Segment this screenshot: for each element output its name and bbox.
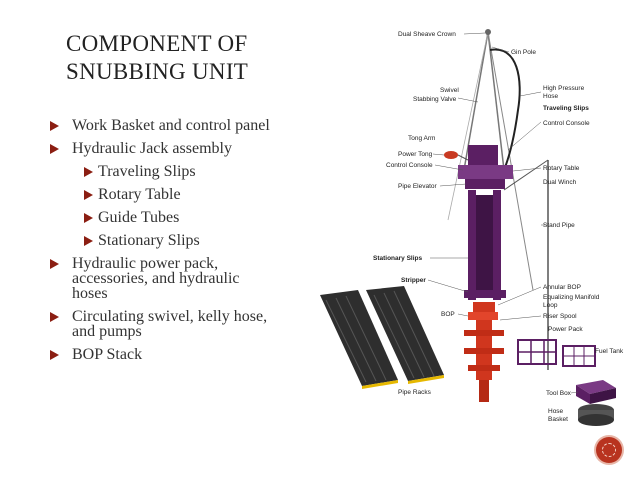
label-pipe-elevator: Pipe Elevator — [398, 183, 437, 190]
bullet-item: Traveling Slips — [50, 163, 325, 180]
hose-basket — [578, 404, 614, 426]
label-control-console-left: Control Console — [386, 162, 433, 169]
label-stationary-slips: Stationary Slips — [373, 255, 423, 262]
label-high-pressure-hose-1: High Pressure — [543, 85, 585, 92]
bullet-item: Work Basket and control panel — [50, 117, 325, 134]
label-dual-sheave-crown: Dual Sheave Crown — [398, 31, 456, 38]
label-high-pressure-hose-2: Hose — [543, 93, 559, 100]
label-rotary-table: Rotary Table — [543, 165, 580, 172]
bullet-text: hoses — [72, 285, 108, 302]
bullet-text: accessories, and hydraulic — [72, 270, 240, 287]
label-power-tong: Power Tong — [398, 151, 433, 158]
bullet-item: Hydraulic Jack assembly — [50, 140, 325, 157]
label-equalizing-manifold-1: Equalizing Manifold — [543, 294, 600, 301]
bullet-item: Circulating swivel, kelly hose, and pump… — [50, 308, 325, 340]
label-annular-bop: Annular BOP — [543, 284, 581, 291]
label-stabbing-valve: Stabbing Valve — [413, 96, 457, 103]
label-stand-pipe: Stand Pipe — [543, 222, 575, 229]
bullet-list: Work Basket and control panel Hydraulic … — [50, 117, 325, 363]
label-tong-arm: Tong Arm — [408, 135, 435, 142]
snubbing-unit-diagram: Dual Sheave Crown Gin Pole Swivel Stabbi… — [320, 29, 624, 426]
bullet-text: Hydraulic Jack assembly — [72, 140, 232, 157]
label-riser-spool: Riser Spool — [543, 313, 577, 320]
slide-nav-button[interactable] — [596, 437, 622, 463]
label-hose-basket-1: Hose — [548, 408, 564, 415]
slide-title: COMPONENT OF SNUBBING UNIT — [66, 30, 346, 86]
tool-box — [576, 380, 616, 404]
bullet-text: Guide Tubes — [98, 209, 180, 226]
bullet-arrow-icon — [50, 312, 59, 322]
bullet-arrow-icon — [50, 144, 59, 154]
title-line-2: SNUBBING UNIT — [66, 59, 249, 84]
fuel-tank — [562, 345, 596, 367]
title-line-1: COMPONENT OF — [66, 31, 248, 56]
label-stripper: Stripper — [401, 277, 426, 284]
pipe-rack-left — [320, 290, 398, 389]
label-bop: BOP — [441, 311, 455, 318]
gin-pole — [447, 29, 534, 291]
bullet-text: Rotary Table — [98, 186, 181, 203]
bullet-text: Hydraulic power pack, — [72, 255, 219, 272]
label-traveling-slips: Traveling Slips — [543, 105, 589, 112]
bullet-text: BOP Stack — [72, 346, 143, 363]
bullet-item: Rotary Table — [50, 186, 325, 203]
pipe-rack-right — [366, 286, 444, 384]
label-power-pack: Power Pack — [548, 326, 583, 333]
bullet-text: Circulating swivel, kelly hose, — [72, 308, 268, 325]
bullet-arrow-icon — [50, 121, 59, 131]
label-swivel: Swivel — [440, 87, 459, 94]
label-fuel-tank: Fuel Tank — [595, 348, 624, 355]
power-pack — [517, 339, 557, 365]
bullet-item: BOP Stack — [50, 346, 325, 363]
bullet-arrow-icon — [84, 190, 93, 200]
bullet-text: Stationary Slips — [98, 232, 200, 249]
power-tong — [444, 151, 469, 161]
label-equalizing-manifold-2: Loop — [543, 302, 558, 309]
bullet-text: and pumps — [72, 323, 142, 340]
label-dual-winch: Dual Winch — [543, 179, 577, 186]
label-gin-pole: Gin Pole — [511, 49, 536, 56]
bullet-text: Traveling Slips — [98, 163, 196, 180]
bullet-item: Guide Tubes — [50, 209, 325, 226]
bullet-item: Stationary Slips — [50, 232, 325, 249]
label-control-console-right: Control Console — [543, 120, 590, 127]
high-pressure-hose — [489, 48, 521, 171]
bullet-item: Hydraulic power pack, accessories, and h… — [50, 255, 325, 302]
bullet-arrow-icon — [84, 213, 93, 223]
bullet-text: Work Basket and control panel — [72, 117, 270, 134]
bop-stack — [464, 302, 504, 402]
bullet-arrow-icon — [50, 350, 59, 360]
label-pipe-racks: Pipe Racks — [398, 389, 432, 396]
label-tool-box: Tool Box — [546, 390, 572, 397]
label-hose-basket-2: Basket — [548, 416, 568, 423]
bullet-arrow-icon — [84, 236, 93, 246]
bullet-arrow-icon — [84, 167, 93, 177]
bullet-arrow-icon — [50, 259, 59, 269]
snubbing-jack-structure — [458, 145, 549, 370]
